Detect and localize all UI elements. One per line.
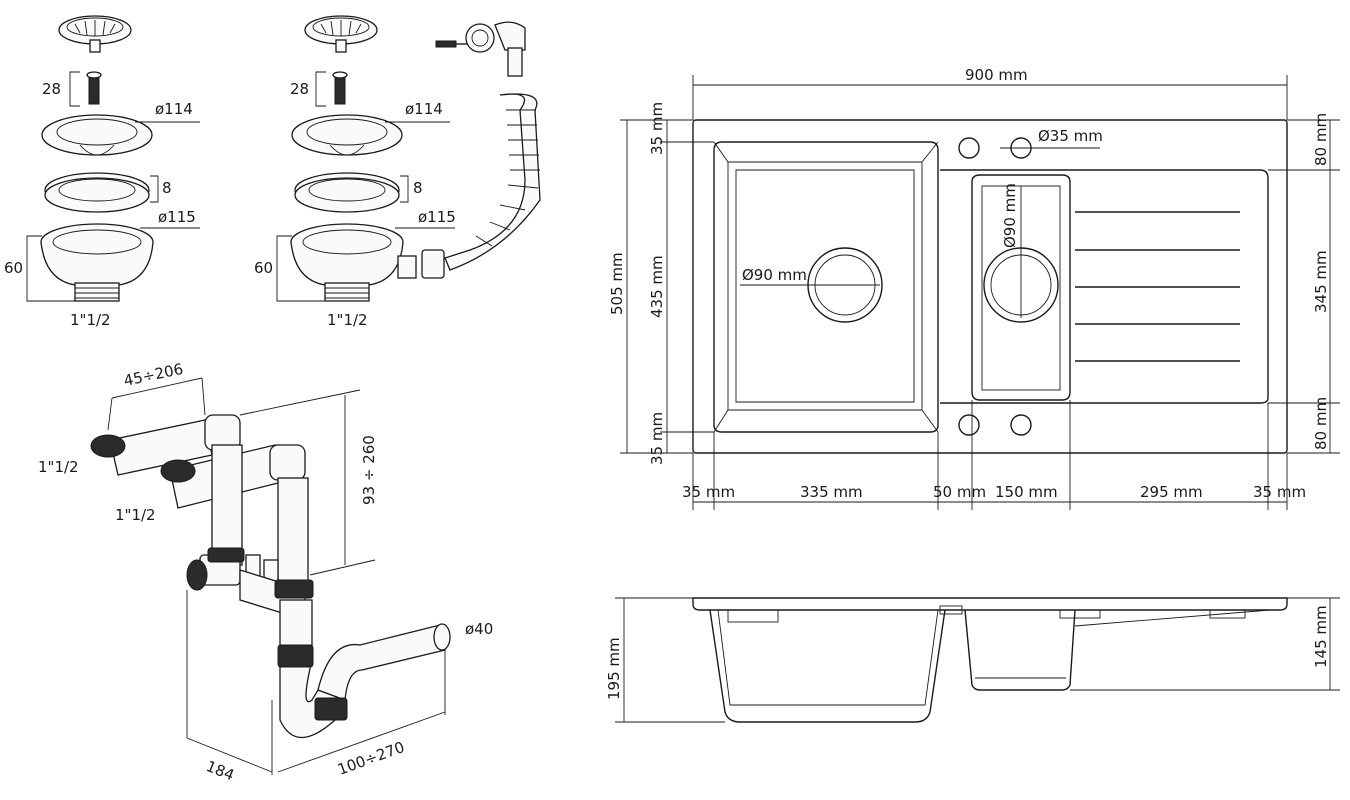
- siphon: 45÷206 1"1/2 1"1/2 93 ÷ 260 ø40 184 100÷…: [38, 360, 493, 785]
- label-60-b: 60: [254, 259, 273, 277]
- label-side-depth-small: 145 mm: [1312, 605, 1330, 668]
- label-bottom-5: 35 mm: [1253, 483, 1306, 501]
- drain-set-1: 28 ø114 8 ø115 60 1"1: [4, 15, 200, 329]
- label-thread: 1"1/2: [70, 311, 111, 329]
- label-right-top: 80 mm: [1312, 113, 1330, 166]
- label-bottom-3: 150 mm: [995, 483, 1058, 501]
- label-margin-top: 35 mm: [648, 102, 666, 155]
- label-8-b: 8: [413, 179, 423, 197]
- label-bottom-2: 50 mm: [933, 483, 986, 501]
- label-bottom-1: 335 mm: [800, 483, 863, 501]
- label-28: 28: [42, 80, 61, 98]
- label-side-depth-main: 195 mm: [605, 637, 623, 700]
- label-dia-114: ø114: [155, 100, 193, 118]
- label-right-mid: 345 mm: [1312, 250, 1330, 313]
- label-tap-hole: Ø35 mm: [1038, 127, 1103, 145]
- flange-2: [291, 114, 403, 156]
- drain-set-2: 28 ø114 8 ø115 60 1"1/: [254, 15, 541, 329]
- label-8: 8: [162, 179, 172, 197]
- label-right-bottom: 80 mm: [1312, 397, 1330, 450]
- flange: [41, 114, 153, 156]
- label-height: 93 ÷ 260: [360, 435, 378, 505]
- gasket: [44, 172, 150, 213]
- gasket-2: [294, 172, 400, 213]
- label-bottom-0: 35 mm: [682, 483, 735, 501]
- label-spacing: 45÷206: [122, 360, 185, 390]
- sink-side-view: 195 mm 145 mm: [605, 597, 1340, 723]
- overflow-assembly: [421, 21, 541, 279]
- label-inlet-1: 1"1/2: [38, 458, 79, 476]
- label-inlet-2: 1"1/2: [115, 506, 156, 524]
- label-60: 60: [4, 259, 23, 277]
- label-bottom-4: 295 mm: [1140, 483, 1203, 501]
- label-thread-b: 1"1/2: [327, 311, 368, 329]
- label-dia-115-b: ø115: [418, 208, 456, 226]
- label-28-b: 28: [290, 80, 309, 98]
- label-depth: 184: [204, 757, 237, 784]
- label-drain-small: Ø90 mm: [1001, 183, 1019, 248]
- label-depth-total: 505 mm: [608, 252, 626, 315]
- label-outlet-dia: ø40: [465, 620, 493, 638]
- label-dia-114-b: ø114: [405, 100, 443, 118]
- label-length: 100÷270: [335, 738, 407, 779]
- strainer-basket-2: [304, 15, 378, 53]
- label-drain-main: Ø90 mm: [742, 266, 807, 284]
- label-margin-bottom: 35 mm: [648, 412, 666, 465]
- strainer-basket: [58, 15, 132, 53]
- screw-2: [332, 71, 348, 105]
- sink-top-view: Ø90 mm Ø90 mm Ø35 mm 900 mm 505 mm: [608, 66, 1340, 510]
- screw: [86, 71, 102, 105]
- drain-body: [40, 223, 154, 302]
- label-dia-115: ø115: [158, 208, 196, 226]
- label-width-total: 900 mm: [965, 66, 1028, 84]
- drain-body-2: [290, 223, 417, 302]
- label-bowl-height: 435 mm: [648, 255, 666, 318]
